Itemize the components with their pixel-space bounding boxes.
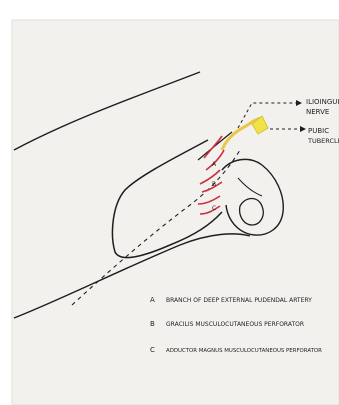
legend-text-a: BRANCH OF DEEP EXTERNAL PUDENDAL ARTERY	[166, 297, 312, 304]
marker-b: B	[212, 181, 216, 188]
nerve-label-line1: ILIOINGUINAL	[306, 98, 339, 106]
legend-key-c: C	[150, 346, 155, 354]
legend-text-c: ADDUCTOR MAGNUS MUSCULOCUTANEOUS PERFORA…	[166, 348, 322, 354]
legend-key-b: B	[150, 320, 155, 328]
legend-key-a: A	[150, 296, 155, 304]
marker-c: C	[212, 205, 216, 212]
pubic-label-line1: PUBIC	[308, 127, 329, 135]
nerve-label-line2: NERVE	[306, 108, 329, 116]
pubic-label-line2: TUBERCLE	[307, 137, 339, 145]
legend-text-b: GRACILIS MUSCULOCUTANEOUS PERFORATOR	[166, 321, 304, 328]
